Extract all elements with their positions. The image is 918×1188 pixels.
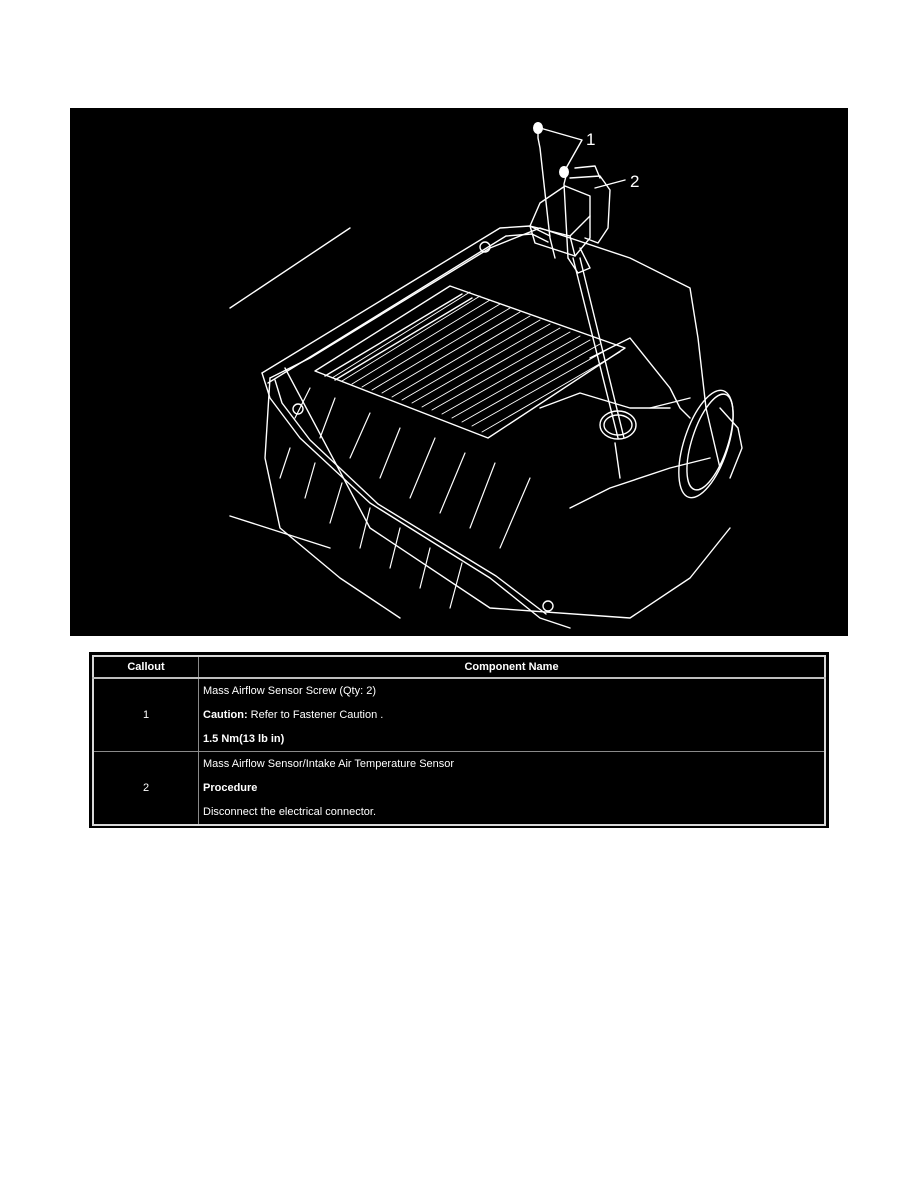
component-name: Mass Airflow Sensor/Intake Air Temperatu…	[203, 758, 455, 770]
callout-number: 1	[92, 677, 199, 752]
header-component-name: Component Name	[198, 655, 826, 679]
component-illustration: 1 2	[70, 108, 848, 636]
procedure-label: Procedure	[203, 782, 258, 794]
table-row: 2 Mass Airflow Sensor/Intake Air Tempera…	[92, 751, 826, 826]
caution-text: Refer to Fastener Caution .	[247, 709, 384, 721]
component-cell: Mass Airflow Sensor Screw (Qty: 2) Cauti…	[198, 677, 826, 752]
header-callout: Callout	[92, 655, 199, 679]
component-name: Mass Airflow Sensor Screw (Qty: 2)	[203, 685, 376, 697]
callout-label-2: 2	[630, 172, 640, 191]
table-row: 1 Mass Airflow Sensor Screw (Qty: 2) Cau…	[92, 677, 826, 752]
callout-label-1: 1	[586, 130, 596, 149]
caution-line: Caution: Refer to Fastener Caution .	[199, 703, 824, 727]
caution-label: Caution:	[203, 709, 248, 721]
table-header-row: Callout Component Name	[92, 655, 826, 679]
callout-number: 2	[92, 751, 199, 826]
callout-table: Callout Component Name 1 Mass Airflow Se…	[92, 655, 826, 826]
air-cleaner-drawing	[229, 122, 743, 629]
callout-table-container: Callout Component Name 1 Mass Airflow Se…	[89, 652, 829, 828]
component-cell: Mass Airflow Sensor/Intake Air Temperatu…	[198, 751, 826, 826]
procedure-text: Disconnect the electrical connector.	[203, 806, 377, 818]
torque-spec: 1.5 Nm(13 lb in)	[203, 733, 285, 745]
